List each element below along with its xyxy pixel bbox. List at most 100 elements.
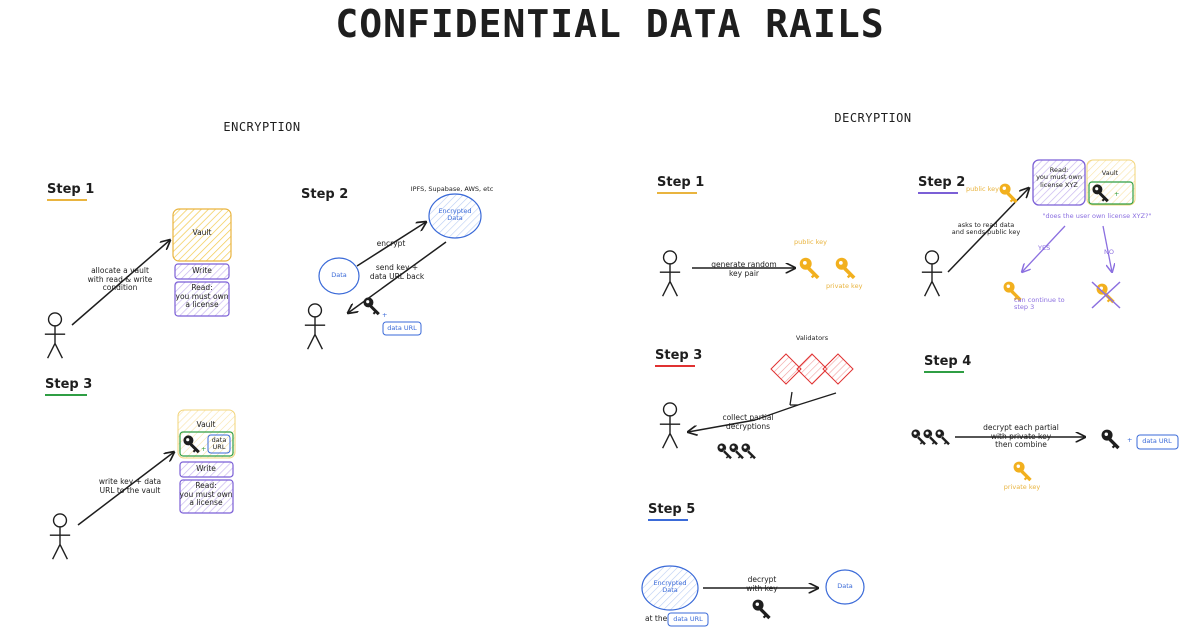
user-figure-dec-step2: [921, 250, 943, 297]
data-circle: [825, 569, 865, 605]
step-label: Step 1: [47, 182, 95, 197]
vault-label: Vault: [196, 420, 216, 429]
data-label: Data: [837, 582, 853, 590]
write-label: Write: [192, 266, 212, 275]
step-label: Step 2: [301, 187, 349, 202]
user-figure-dec-step1: [659, 250, 681, 297]
step-underline: [45, 394, 87, 396]
arrow-write-key: [77, 452, 174, 526]
vault-label: Vault: [192, 228, 212, 237]
user-figure-dec-step3: [659, 402, 681, 449]
vault-label: Vault: [1101, 169, 1119, 177]
public-key-icon: [799, 257, 820, 280]
continue-label: can continue to step 3: [1014, 296, 1065, 312]
arrow-label: asks to read data and sends public key: [951, 221, 1021, 237]
send-back-label: send key + data URL back: [369, 263, 425, 281]
data-label: Data: [331, 271, 347, 279]
key-icon: [1101, 429, 1120, 450]
user-figure-enc-step1: [44, 312, 66, 359]
arrow-label: write key + data URL to the vault: [98, 477, 162, 495]
data-url-label: data URL: [211, 436, 227, 452]
data-url-tag: [1136, 434, 1179, 450]
private-key-label: private key: [1003, 483, 1041, 491]
step-underline: [655, 365, 695, 367]
public-key-label: public key: [966, 185, 1000, 193]
validators-label: Validators: [795, 334, 829, 342]
validator-merge-line: [790, 392, 837, 406]
plus-label: +: [1114, 190, 1120, 198]
user-figure-enc-step2: [304, 303, 326, 350]
encrypted-data-circle: [428, 193, 482, 239]
step-label: Step 5: [648, 502, 696, 517]
encrypted-data-circle: [641, 565, 699, 611]
vault-box: [172, 208, 232, 262]
plus-label: +: [201, 445, 207, 453]
arrow-label: allocate a vault with read & write condi…: [87, 266, 153, 293]
data-url-label: data URL: [387, 324, 417, 332]
data-url-label: data URL: [1142, 437, 1172, 445]
step-label: Step 3: [655, 348, 703, 363]
partial-keys-icon: [716, 442, 757, 460]
step-label: Step 4: [924, 354, 972, 369]
partial-keys-icon: [910, 428, 951, 446]
read-condition-label: Read: you must own license XYZ: [1036, 166, 1082, 189]
step-label: Step 2: [918, 175, 966, 190]
at-the-label: at the: [645, 614, 668, 623]
read-label: Read: you must own a license: [175, 283, 229, 310]
encrypted-data-label: Encrypted Data: [438, 207, 472, 223]
public-key-label: public key: [794, 238, 828, 246]
data-url-label: data URL: [673, 615, 703, 623]
key-icon: [752, 599, 771, 620]
decrypt-label: decrypt with key: [746, 575, 778, 593]
data-circle: [318, 257, 360, 295]
read-box: [179, 479, 234, 514]
read-condition-box: [1032, 159, 1086, 206]
section-encryption: ENCRYPTION: [223, 120, 301, 134]
step-underline: [648, 519, 688, 521]
no-label: NO: [1104, 248, 1114, 256]
arrow-yes: [1022, 225, 1066, 272]
vault-box: [177, 409, 236, 459]
arrow-collect: [688, 419, 756, 432]
step-label: Step 1: [657, 175, 705, 190]
step-label: Step 3: [45, 377, 93, 392]
arrow-label: generate random key pair: [711, 260, 777, 278]
plus-label: +: [382, 311, 388, 319]
yes-label: YES: [1038, 244, 1051, 252]
public-key-icon: [999, 183, 1018, 204]
vault-contents: [179, 431, 234, 457]
data-url-tag: [667, 612, 709, 627]
step-underline: [924, 371, 964, 373]
arrow-label: decrypt each partial with private key th…: [983, 423, 1059, 450]
denied-cross: [1091, 281, 1121, 309]
read-box: [174, 281, 230, 317]
arrow-encrypt: [356, 222, 426, 267]
private-key-label: private key: [826, 282, 863, 290]
key-icon: [363, 297, 380, 316]
vault-contents: [1088, 181, 1134, 205]
license-question: "does the user own license XYZ?": [1042, 212, 1152, 220]
data-url-tag: [382, 321, 422, 336]
storage-label: IPFS, Supabase, AWS, etc: [410, 185, 494, 193]
user-figure-enc-step3: [49, 513, 71, 560]
section-decryption: DECRYPTION: [834, 111, 912, 125]
read-label: Read: you must own a license: [179, 481, 233, 508]
step-underline: [47, 199, 87, 201]
arrow-no: [1102, 225, 1112, 272]
validator-nodes: [770, 353, 854, 385]
arrow-allocate-vault: [71, 240, 170, 326]
page-title: CONFIDENTIAL DATA RAILS: [335, 2, 885, 46]
collect-label: collect partial decryptions: [722, 413, 774, 431]
encrypt-label: encrypt: [376, 239, 406, 248]
plus-label: +: [1127, 436, 1133, 444]
write-box: [174, 263, 230, 280]
step-underline: [918, 192, 958, 194]
step-underline: [657, 192, 697, 194]
data-url-tag: [207, 434, 231, 454]
write-box: [179, 461, 234, 478]
private-key-icon: [835, 257, 856, 280]
write-label: Write: [196, 464, 216, 473]
private-key-icon: [1013, 461, 1032, 482]
encrypted-data-label: Encrypted Data: [653, 579, 687, 595]
